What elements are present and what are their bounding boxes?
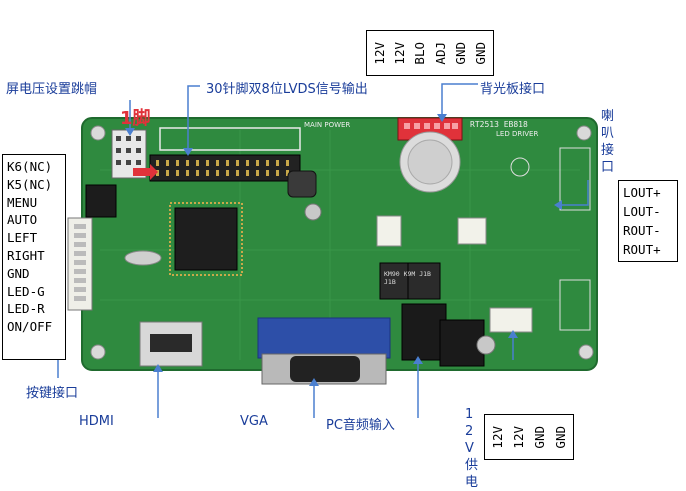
keypad-pin: MENU: [7, 194, 38, 210]
vga-label: VGA: [240, 414, 268, 429]
backlight-label: 背光板接口: [480, 82, 546, 97]
backlight-pin: BLO: [412, 41, 428, 65]
pin-one-arrow: [133, 164, 158, 180]
dc-power-jack: [439, 319, 485, 367]
main-power-label: MAIN POWER: [304, 121, 351, 129]
speaker-pin: ROUT-: [623, 223, 661, 238]
power-pin: GND: [553, 425, 568, 449]
lvds-connector: [149, 154, 301, 182]
keypad-pin: ON/OFF: [7, 319, 53, 335]
backlight-pin: GND: [473, 41, 489, 65]
keypad-jumper: [85, 184, 117, 218]
speaker-pin: ROUT+: [623, 242, 661, 257]
backlight-pin: ADJ: [432, 41, 448, 65]
pc-audio-label: PC音频输入: [326, 418, 395, 433]
keypad-pin: LED-G: [7, 283, 45, 299]
vga-port: [257, 317, 391, 359]
keypad-pin: LED-R: [7, 301, 45, 317]
keypad-pin-box: K6(NC) K5(NC) MENU AUTO LEFT RIGHT GND L…: [2, 154, 66, 360]
mount-hole: [90, 344, 106, 360]
led-driver-label: LED DRIVER: [496, 130, 539, 138]
speaker-label: 喇叭接口: [601, 109, 615, 175]
mount-hole: [578, 344, 594, 360]
speaker-connector: [376, 215, 402, 247]
pc-audio-jack: [401, 303, 447, 361]
power-inductor: [407, 262, 441, 300]
speaker-pin: LOUT+: [623, 185, 661, 200]
inductor: [287, 170, 317, 198]
speaker-pin-box: LOUT+ LOUT- ROUT- ROUT+: [618, 180, 678, 262]
crystal: [124, 250, 162, 266]
backlight-pin: 12V: [391, 41, 407, 65]
pin-one-marker: 1脚: [120, 108, 151, 129]
keypad-pin: LEFT: [7, 230, 38, 246]
hdmi-label: HDMI: [79, 414, 114, 429]
backlight-pin: 12V: [371, 41, 387, 65]
power-pin-box: GND GND 12V 12V: [484, 414, 574, 460]
chip-label: RT2513 EB818: [470, 120, 528, 129]
capacitor: [304, 203, 322, 221]
keypad-pin: RIGHT: [7, 247, 45, 263]
power-inductor: [379, 262, 413, 300]
power-pin: 12V: [490, 425, 505, 449]
power-pin: GND: [532, 425, 547, 449]
power-pin: 12V: [511, 425, 526, 449]
keypad-label: 按键接口: [26, 386, 79, 401]
inductor-label: KM90 K9M J1B J1B: [384, 270, 431, 286]
speaker-pin: LOUT-: [623, 204, 661, 219]
power-label: 12V供电: [465, 407, 479, 490]
backlight-pin-box: GND GND ADJ BLO 12V 12V: [366, 30, 494, 76]
keypad-pin: AUTO: [7, 212, 38, 228]
mount-hole: [90, 125, 106, 141]
keypad-pin: K5(NC): [7, 176, 53, 192]
backlight-pin: GND: [452, 41, 468, 65]
keypad-pin: K6(NC): [7, 159, 53, 174]
screen-voltage-label: 屏电压设置跳帽: [6, 82, 98, 97]
power-connector: [489, 307, 533, 333]
mount-hole: [576, 125, 592, 141]
hdb-connector: [457, 217, 487, 245]
main-chip: [174, 207, 238, 271]
keypad-pin: GND: [7, 265, 30, 281]
lvds-label: 30针脚双8位LVDS信号输出: [206, 82, 368, 97]
